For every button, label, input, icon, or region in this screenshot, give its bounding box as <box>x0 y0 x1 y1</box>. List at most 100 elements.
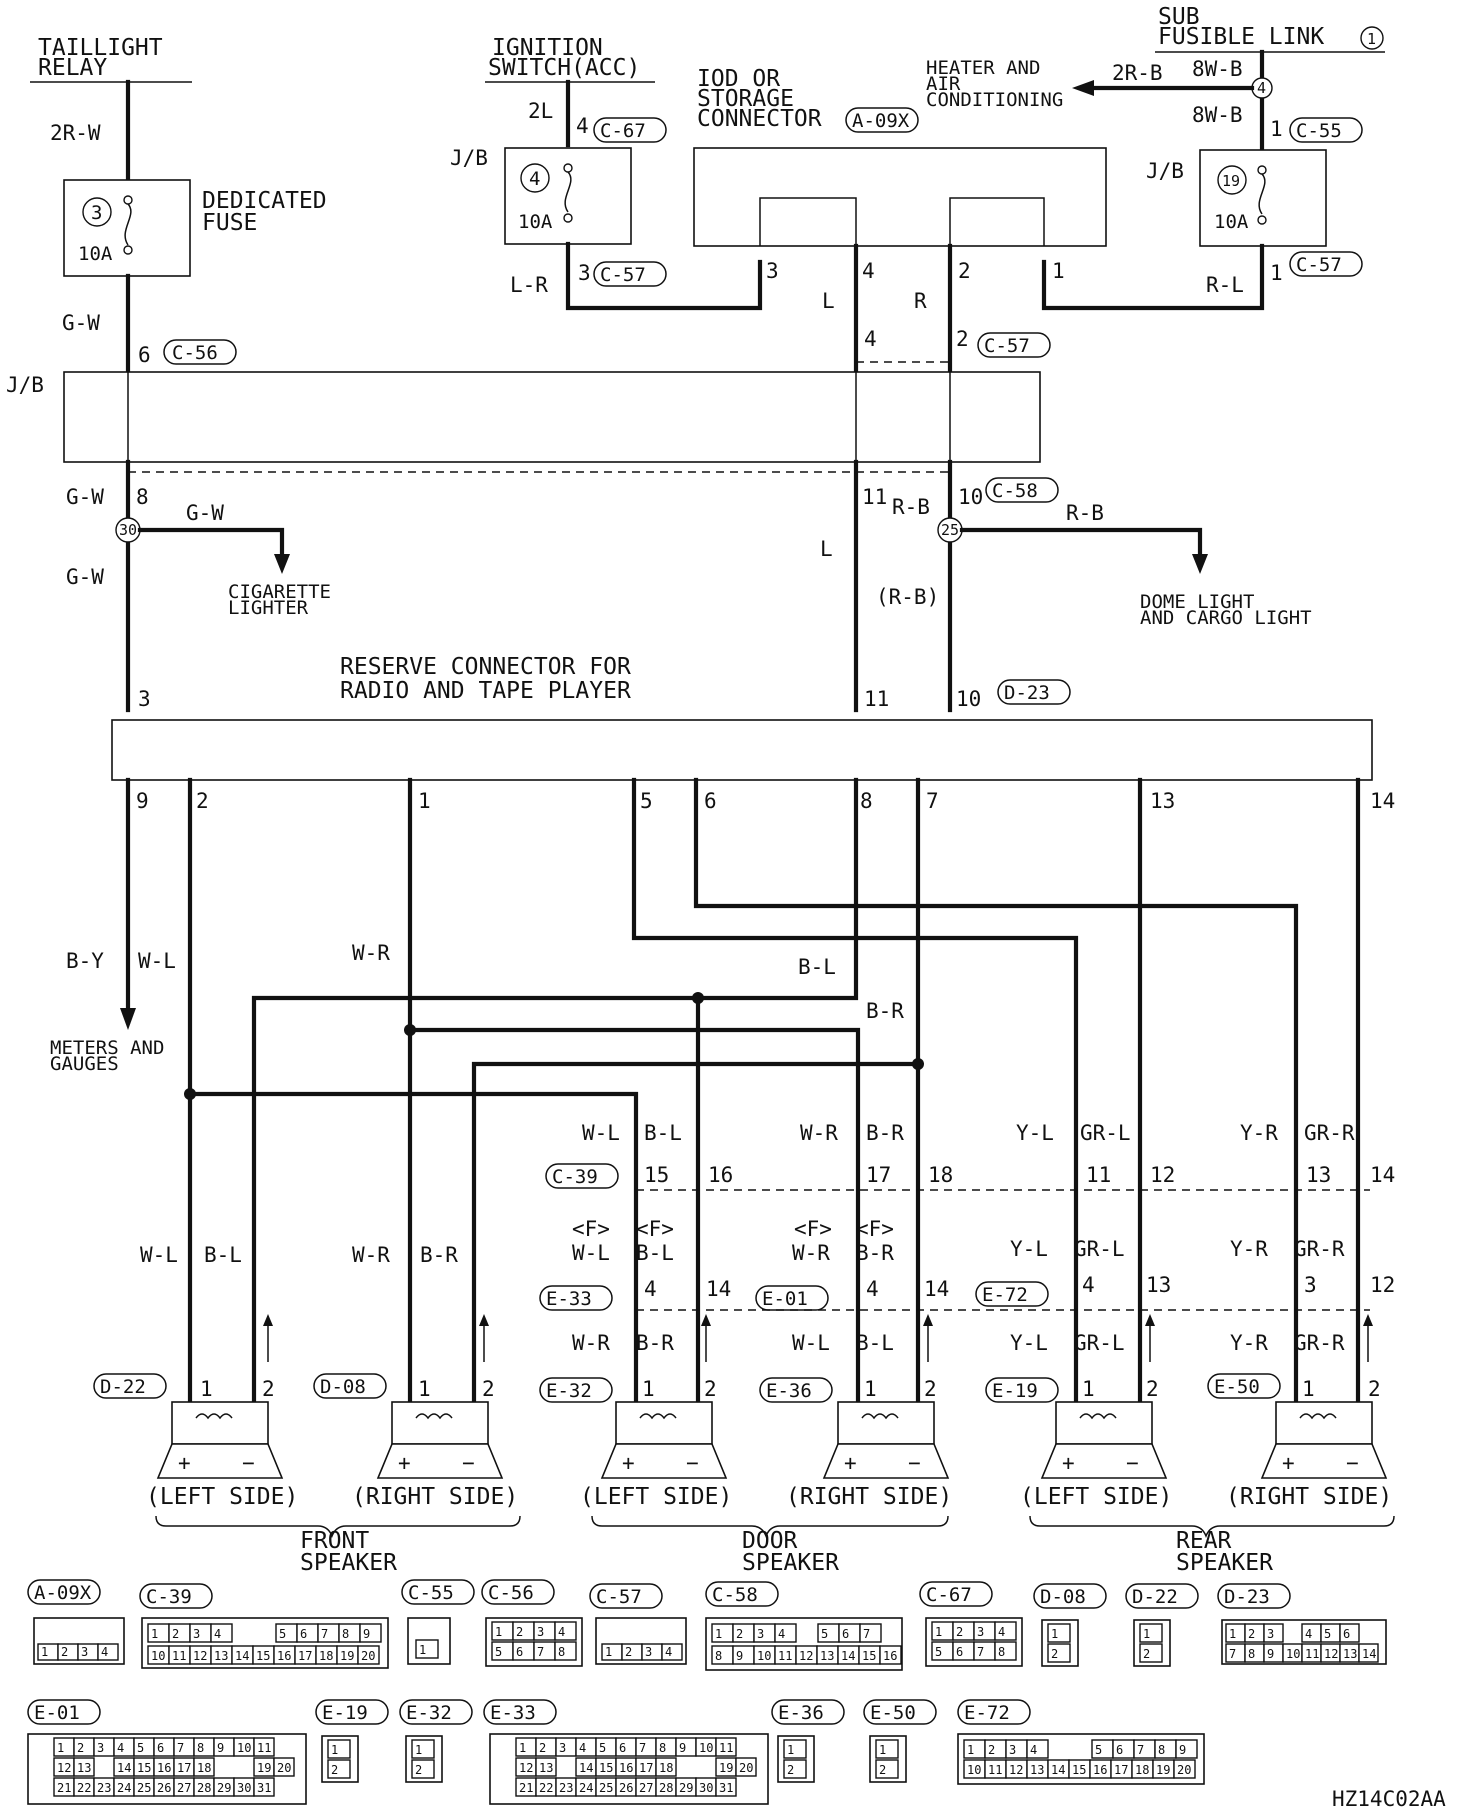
pin-cell-number: 6 <box>516 1645 523 1659</box>
pin-cell-number: 5 <box>495 1645 502 1659</box>
connector-tag-c58 <box>985 477 1059 503</box>
connector-tag-c39-text: C-39 <box>552 1166 598 1188</box>
jb-label: J/B <box>1146 159 1184 183</box>
dedicated-fuse-label: DEDICATED <box>202 188 327 214</box>
connector-tag-d23-text: D-23 <box>1224 1586 1270 1608</box>
pin-12: 12 <box>1370 1273 1395 1297</box>
connector-tag-e19 <box>985 1377 1059 1403</box>
pin-cell-number: 17 <box>639 1761 653 1775</box>
taillight-relay-label-2: RELAY <box>38 55 107 81</box>
pin-14: 14 <box>706 1277 731 1301</box>
pin-cell-number: 3 <box>977 1625 984 1639</box>
pin-cell-number: 2 <box>1248 1627 1255 1641</box>
pin-cell <box>783 1739 807 1759</box>
pin-6: 6 <box>138 343 151 367</box>
wire-label-f: <F> <box>794 1217 832 1241</box>
pin-cell <box>715 1777 737 1797</box>
pin-cell-number: 2 <box>988 1743 995 1757</box>
pin-cell <box>359 1623 382 1643</box>
pin-cell-number: 7 <box>1229 1647 1236 1661</box>
jb-label: J/B <box>450 146 488 170</box>
pin-cell-number: 5 <box>279 1627 286 1641</box>
pin-1: 1 <box>1302 1377 1315 1401</box>
pin-13: 13 <box>1150 789 1175 813</box>
pin-cell-number: 12 <box>1324 1647 1338 1661</box>
pin-cell <box>1139 1623 1163 1643</box>
pin-cell-number: 3 <box>537 1625 544 1639</box>
pin-1: 1 <box>200 1377 213 1401</box>
sub-fusible-number-circle <box>1360 26 1384 50</box>
connector-tag-e50 <box>863 1699 937 1725</box>
wire-label-gr-r: GR-R <box>1294 1237 1345 1261</box>
pin-cell-number: 14 <box>841 1649 855 1663</box>
connector-tag-e72 <box>975 1281 1049 1307</box>
wire-label-b-y: B-Y <box>66 949 104 973</box>
connector-tag-e36 <box>771 1699 845 1725</box>
meters-label-2: GAUGES <box>50 1053 119 1075</box>
pin-cell-number: 20 <box>739 1761 753 1775</box>
wire-label-l: L <box>822 289 835 313</box>
pin-cell-number: 3 <box>559 1741 566 1755</box>
pin-7: 7 <box>926 789 939 813</box>
pin-9: 9 <box>136 789 149 813</box>
wire-g-w-cigarette <box>137 527 285 559</box>
pin-cell <box>859 1623 882 1643</box>
speaker-minus: − <box>1346 1451 1359 1475</box>
pin-cell-number: 2 <box>61 1645 68 1659</box>
wire-r-l <box>1041 243 1265 311</box>
wire-label-b-l: B-L <box>856 1331 894 1355</box>
pin-cell-number: 2 <box>625 1645 632 1659</box>
connector-tag-e72 <box>957 1699 1031 1725</box>
wire-l-r <box>565 241 763 311</box>
pin-2: 2 <box>196 789 209 813</box>
connector-tag-d22 <box>93 1373 167 1399</box>
speaker-plus: + <box>1062 1451 1075 1475</box>
connector-tag-e50 <box>1207 1373 1281 1399</box>
cigarette-label-2: LIGHTER <box>228 597 309 619</box>
pin-cell-number: 18 <box>1135 1763 1149 1777</box>
pin-cell <box>411 1759 435 1779</box>
connector-tag-d08 <box>313 1373 387 1399</box>
pin-cell <box>715 1737 737 1757</box>
dedicated-fuse-number: 3 <box>91 202 102 224</box>
pin-cell-number: 8 <box>1158 1743 1165 1757</box>
pin-15: 15 <box>644 1163 669 1187</box>
connector-tag-a09x <box>845 107 919 133</box>
pin-cell-number: 15 <box>1072 1763 1086 1777</box>
pin-13: 13 <box>1306 1163 1331 1187</box>
pin-cell <box>774 1623 797 1643</box>
pin-cell-number: 22 <box>77 1781 91 1795</box>
pin-cell-number: 7 <box>537 1645 544 1659</box>
connector-tag-d23-text: D-23 <box>1004 682 1050 704</box>
pin-cell-number: 22 <box>539 1781 553 1795</box>
pin-cell-number: 13 <box>77 1761 91 1775</box>
pin-17: 17 <box>866 1163 891 1187</box>
connector-tag-c67 <box>593 117 667 143</box>
speaker-minus: − <box>242 1451 255 1475</box>
pin-3: 3 <box>138 687 151 711</box>
pin-cell <box>879 1645 902 1665</box>
pin-1: 1 <box>1270 117 1283 141</box>
pin-cell-number: 5 <box>935 1645 942 1659</box>
pin-cell-number: 16 <box>1093 1763 1107 1777</box>
speaker-side-label: (LEFT SIDE) <box>1020 1484 1172 1510</box>
pin-2: 2 <box>262 1377 275 1401</box>
pin-cell-number: 9 <box>217 1741 224 1755</box>
wire-label-y-l: Y-L <box>1016 1121 1054 1145</box>
connector-tag-e33-text: E-33 <box>490 1702 536 1724</box>
pin-cell-number: 4 <box>1030 1743 1037 1757</box>
pin-cell <box>1047 1643 1071 1663</box>
pin-cell-number: 29 <box>679 1781 693 1795</box>
pin-cell-number: 3 <box>757 1627 764 1641</box>
pin-cell-number: 7 <box>1137 1743 1144 1757</box>
group-brace-front <box>155 1515 521 1539</box>
pin-cell-number: 1 <box>331 1743 338 1757</box>
pin-cell-number: 2 <box>539 1741 546 1755</box>
pin-cell <box>253 1777 275 1797</box>
pin-cell-number: 21 <box>519 1781 533 1795</box>
pin-cell <box>1263 1623 1284 1643</box>
wire-w-r-door <box>407 1027 861 1403</box>
speaker-plus: + <box>844 1451 857 1475</box>
pin-8: 8 <box>136 485 149 509</box>
